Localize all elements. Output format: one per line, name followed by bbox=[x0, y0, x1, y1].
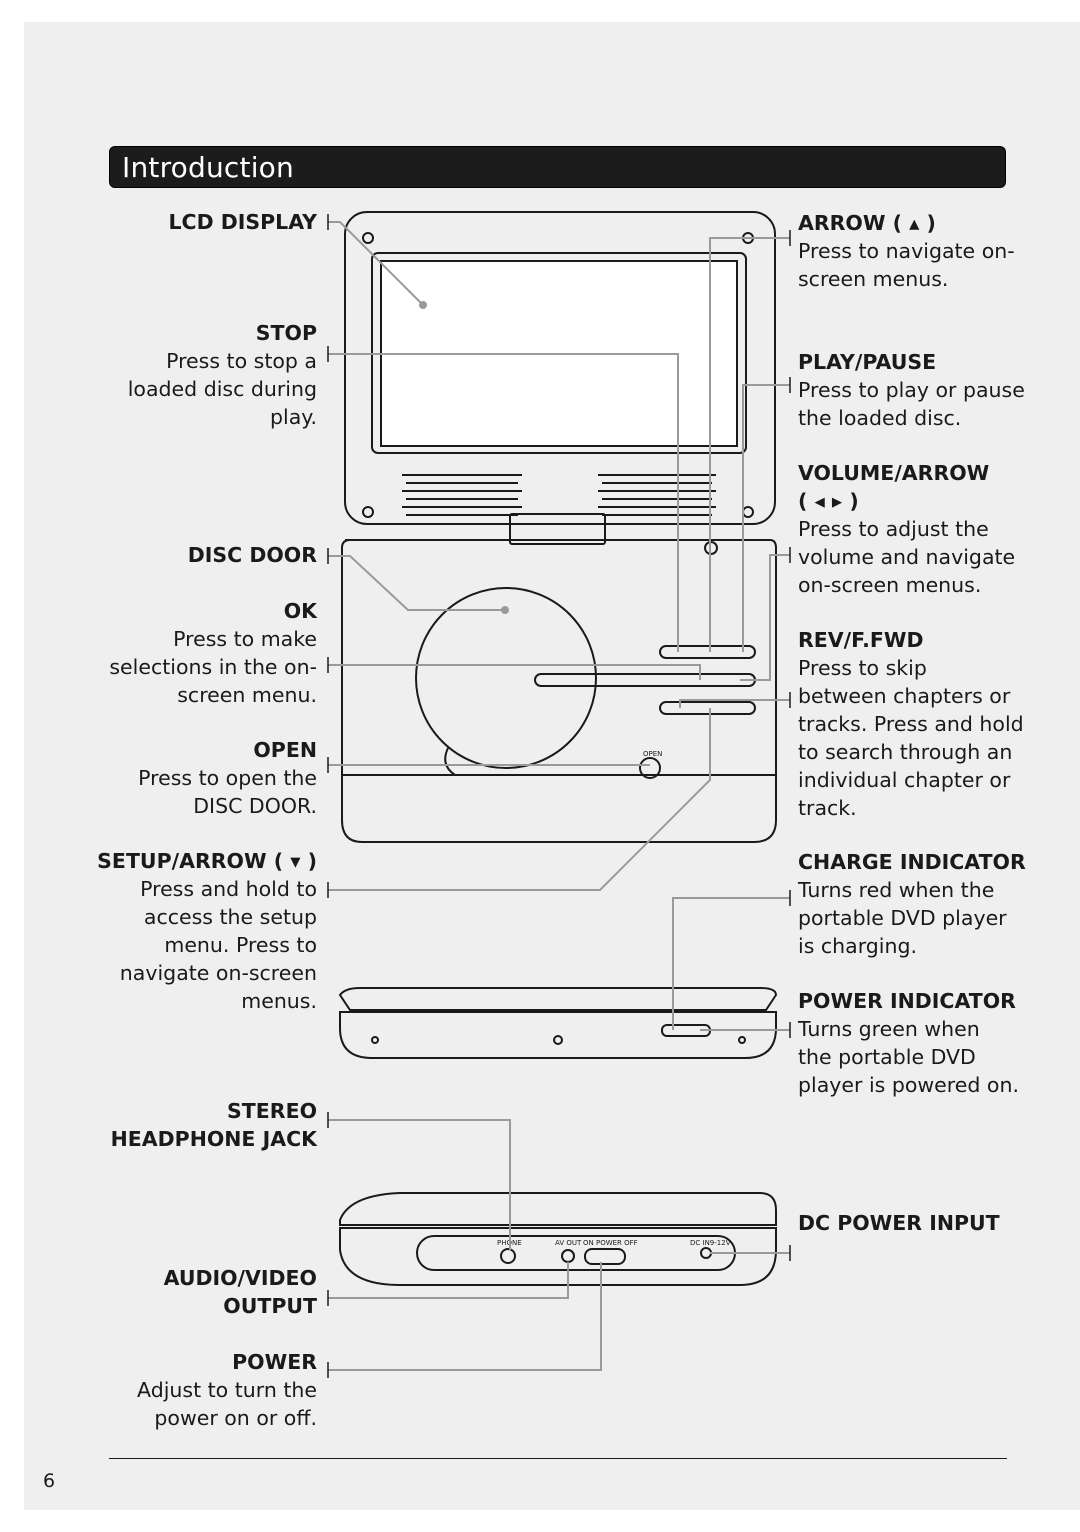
screw-icon bbox=[362, 506, 374, 518]
section-title: Introduction bbox=[122, 151, 294, 184]
label-av-output: AUDIO/VIDEO OUTPUT bbox=[17, 1264, 317, 1320]
lcd-display-heading: LCD DISPLAY bbox=[168, 210, 317, 234]
charge-desc: Turns red when the portable DVD player i… bbox=[798, 878, 1007, 958]
stop-desc: Press to stop a loaded disc during play. bbox=[127, 349, 317, 429]
screen-lid bbox=[344, 211, 776, 525]
rev-ffwd-heading: REV/F.FWD bbox=[798, 628, 924, 652]
player-base bbox=[341, 539, 777, 843]
screw-icon bbox=[742, 506, 754, 518]
dc-input-heading: DC POWER INPUT bbox=[798, 1211, 1000, 1235]
label-charge-indicator: CHARGE INDICATOR Turns red when the port… bbox=[798, 848, 1028, 960]
section-banner: Introduction bbox=[109, 146, 1006, 188]
button-row-bottom bbox=[659, 701, 756, 715]
label-headphone-jack: STEREO HEADPHONE JACK bbox=[17, 1097, 317, 1153]
label-stop: STOP Press to stop a loaded disc during … bbox=[17, 319, 317, 431]
label-power-indicator: POWER INDICATOR Turns green when the por… bbox=[798, 987, 1028, 1099]
label-rev-ffwd: REV/F.FWD Press to skip between chapters… bbox=[798, 626, 1028, 822]
headphone-jack-icon bbox=[500, 1248, 516, 1264]
power-desc: Adjust to turn the power on or off. bbox=[137, 1378, 317, 1430]
disc-door-heading: DISC DOOR bbox=[187, 543, 317, 567]
label-dc-power-input: DC POWER INPUT bbox=[798, 1209, 1028, 1237]
play-pause-desc: Press to play or pause the loaded disc. bbox=[798, 378, 1025, 430]
open-small-label: OPEN bbox=[643, 750, 662, 758]
setup-arrow-heading: SETUP/ARROW ( ▾ ) bbox=[97, 849, 317, 873]
label-disc-door: DISC DOOR bbox=[17, 541, 317, 569]
footer-rule bbox=[109, 1458, 1007, 1459]
label-play-pause: PLAY/PAUSE Press to play or pause the lo… bbox=[798, 348, 1028, 432]
open-heading: OPEN bbox=[253, 738, 317, 762]
label-lcd-display: LCD DISPLAY bbox=[17, 208, 317, 236]
leader-lines bbox=[328, 221, 790, 1371]
dc-in-label: DC IN9-12V bbox=[690, 1239, 731, 1247]
setup-arrow-desc: Press and hold to access the setup menu.… bbox=[119, 877, 317, 1013]
label-arrow-up: ARROW ( ▴ ) Press to navigate on- screen… bbox=[798, 209, 1028, 293]
power-switch bbox=[584, 1248, 626, 1265]
ok-heading: OK bbox=[283, 599, 317, 623]
stop-heading: STOP bbox=[255, 321, 317, 345]
volume-arrow-heading: VOLUME/ARROW ( ◂ ▸ ) bbox=[798, 461, 990, 513]
av-output-heading: AUDIO/VIDEO OUTPUT bbox=[163, 1266, 317, 1318]
dc-input-icon bbox=[700, 1247, 712, 1259]
screw-icon bbox=[362, 232, 374, 244]
open-desc: Press to open the DISC DOOR. bbox=[138, 766, 317, 818]
side-view-base bbox=[339, 1011, 777, 1059]
label-volume-arrow: VOLUME/ARROW ( ◂ ▸ ) Press to adjust the… bbox=[798, 459, 1028, 599]
side-view-lid bbox=[338, 987, 778, 1011]
rev-ffwd-desc: Press to skip between chapters or tracks… bbox=[798, 656, 1024, 820]
av-out-label: AV OUT bbox=[555, 1239, 582, 1247]
charge-heading: CHARGE INDICATOR bbox=[798, 850, 1026, 874]
button-row-top bbox=[659, 645, 756, 659]
label-power: POWER Adjust to turn the power on or off… bbox=[17, 1348, 317, 1432]
hinge bbox=[509, 513, 606, 545]
page-number: 6 bbox=[43, 1470, 56, 1492]
play-pause-heading: PLAY/PAUSE bbox=[798, 350, 937, 374]
speaker-grille bbox=[402, 474, 716, 516]
rear-view-lid bbox=[339, 1192, 777, 1226]
av-out-jack-icon bbox=[561, 1249, 575, 1263]
power-ind-desc: Turns green when the portable DVD player… bbox=[798, 1017, 1019, 1097]
label-ok: OK Press to make selections in the on- s… bbox=[17, 597, 317, 709]
button-row-mid bbox=[534, 673, 756, 687]
on-power-off-label: ON POWER OFF bbox=[583, 1239, 638, 1247]
volume-arrow-desc: Press to adjust the volume and navigate … bbox=[798, 517, 1016, 597]
headphone-heading: STEREO HEADPHONE JACK bbox=[110, 1099, 317, 1151]
power-ind-heading: POWER INDICATOR bbox=[798, 989, 1016, 1013]
ok-desc: Press to make selections in the on- scre… bbox=[109, 627, 317, 707]
disc-door bbox=[415, 587, 597, 769]
arrow-up-desc: Press to navigate on- screen menus. bbox=[798, 239, 1015, 291]
power-heading: POWER bbox=[232, 1350, 317, 1374]
open-button bbox=[639, 757, 661, 779]
label-setup-arrow: SETUP/ARROW ( ▾ ) Press and hold to acce… bbox=[17, 847, 317, 1015]
rear-view-base bbox=[339, 1227, 777, 1286]
arrow-up-heading: ARROW ( ▴ ) bbox=[798, 211, 936, 235]
label-open: OPEN Press to open the DISC DOOR. bbox=[17, 736, 317, 820]
